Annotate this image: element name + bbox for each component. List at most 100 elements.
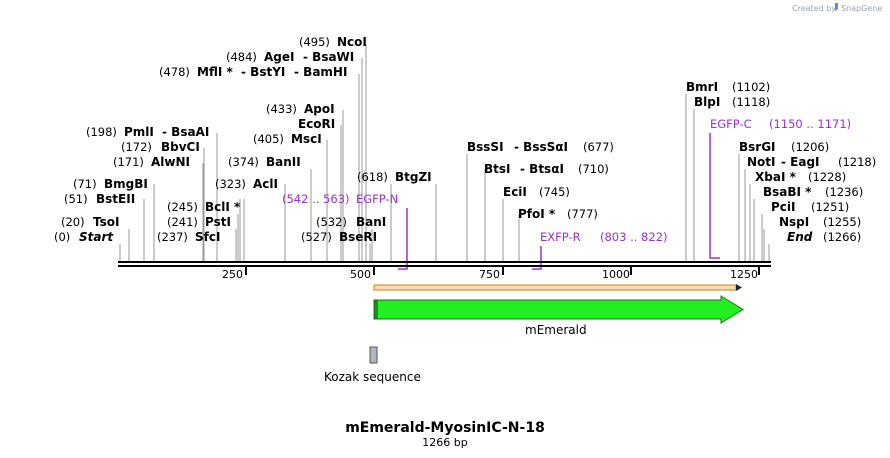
primer-egfp-c-mark (709, 133, 720, 259)
enzyme-bbvci-name: BbvCI (161, 140, 200, 154)
enzyme-bsawi-name: - BsaWI (303, 50, 354, 64)
enzyme-bsabi-name: BsaBI * (763, 185, 812, 199)
enzyme-banii-name: BanII (266, 155, 301, 169)
enzyme-bsssi-pos: (677) (583, 140, 614, 154)
enzyme-eagi-name: - EagI (781, 155, 820, 169)
enzyme-psti-name: PstI (205, 215, 231, 229)
enzyme-btsai-name: - BtsαI (520, 162, 564, 176)
enzyme-noti-name: NotI (747, 155, 776, 169)
feature-kozak: Kozak sequence (324, 346, 421, 384)
enzyme-pcii-name: PciI (771, 200, 796, 214)
enzyme-msci-pos: (405) (253, 132, 284, 146)
enzyme-bsaai-name: - BsaAI (162, 125, 209, 139)
enzyme-blpi-pos: (1118) (732, 95, 770, 109)
enzyme-bsabi-pos: (1236) (825, 185, 863, 199)
plasmid-title: mEmerald-MyosinIC-N-18 (345, 420, 545, 436)
enzyme-nspi-name: NspI (779, 215, 809, 229)
enzyme-alwni-pos: (171) (113, 155, 144, 169)
ruler-label-750: 750 (479, 268, 500, 281)
enzyme-labels-left: (0) Start (20) TsoI (51) BstEII (71) Bmg… (54, 35, 432, 244)
enzyme-ncoi-name: NcoI (337, 35, 367, 49)
enzyme-xbai-name: XbaI * (755, 170, 797, 184)
enzyme-btgzi-name: BtgZI (395, 170, 432, 184)
enzyme-pmli-pos: (198) (86, 125, 117, 139)
enzyme-nspi-pos: (1255) (823, 215, 861, 229)
enzyme-bsteii-name: BstEII (96, 192, 135, 206)
memerald-label: mEmerald (525, 323, 587, 337)
enzyme-cut-lines (119, 44, 770, 262)
ruler-label-1250: 1250 (730, 268, 758, 281)
enzyme-btsi-name: BtsI (484, 162, 511, 176)
enzyme-bbvci-pos: (172) (121, 140, 152, 154)
kozak-label: Kozak sequence (324, 370, 421, 384)
enzyme-bssssai-name: - BssSαI (514, 140, 568, 154)
enzyme-pfoi-name: PfoI * (518, 207, 556, 221)
enzyme-pcii-pos: (1251) (811, 200, 849, 214)
enzyme-pfoi-pos: (777) (567, 207, 598, 221)
enzyme-bsrgi-name: BsrGI (739, 140, 776, 154)
enzyme-ecii-name: EciI (503, 185, 527, 199)
feature-memerald: mEmerald (373, 295, 744, 337)
enzyme-btsi-pos: (710) (578, 162, 609, 176)
enzyme-bsrgi-pos: (1206) (791, 140, 829, 154)
enzyme-end-pos: (1266) (823, 230, 861, 244)
enzyme-end-name: End (787, 230, 813, 244)
kozak-box (369, 346, 378, 364)
enzyme-start-pos: (0) (54, 230, 70, 244)
enzyme-psti-pos: (241) (167, 215, 198, 229)
enzyme-bcli-pos: (245) (167, 200, 198, 214)
credit-text: Created by (792, 4, 836, 13)
enzyme-mfli-pos: (478) (159, 65, 190, 79)
enzyme-msci-name: MscI (291, 132, 322, 146)
enzyme-bamhi-name: - BamHI (294, 65, 347, 79)
orf-arrowhead (736, 284, 742, 291)
enzyme-agei-pos: (484) (226, 50, 257, 64)
primer-exfp-r-range: (803 .. 822) (600, 230, 668, 244)
primer-egfp-n-name: EGFP-N (356, 192, 398, 206)
primer-egfp-c-range: (1150 .. 1171) (769, 117, 851, 131)
enzyme-mfli-name: MflI * (197, 65, 233, 79)
primer-exfp-r-mark (532, 246, 542, 270)
enzyme-bsteii-pos: (51) (64, 192, 88, 206)
ruler-label-500: 500 (350, 268, 371, 281)
orf-arrow (373, 284, 742, 291)
enzyme-sfci-name: SfcI (195, 230, 220, 244)
enzyme-sfci-pos: (237) (157, 230, 188, 244)
enzyme-bcli-name: BclI * (205, 200, 241, 214)
orf-bar (373, 284, 737, 291)
ruler: 250 500 750 1000 1250 (222, 266, 760, 281)
enzyme-alwni-name: AlwNI (151, 155, 190, 169)
enzyme-agei-name: AgeI (264, 50, 294, 64)
enzyme-bmgbi-name: BmgBI (104, 177, 148, 191)
enzyme-ncoi-pos: (495) (299, 35, 330, 49)
memerald-start-mark (374, 300, 378, 319)
enzyme-banii-pos: (374) (228, 155, 259, 169)
primer-egfp-c-name: EGFP-C (710, 117, 752, 131)
ruler-label-250: 250 (222, 268, 243, 281)
enzyme-acli-name: AclI (253, 177, 278, 191)
enzyme-pmli-name: PmlI (124, 125, 154, 139)
enzyme-bseri-pos: (527) (301, 230, 332, 244)
enzyme-bmri-pos: (1102) (732, 80, 770, 94)
memerald-arrow (373, 295, 744, 324)
enzyme-start-name: Start (79, 230, 114, 244)
snapgene-logo: SnapGene (835, 3, 882, 13)
primer-exfp-r-name: EXFP-R (540, 230, 581, 244)
enzyme-btgzi-pos: (618) (357, 170, 388, 184)
enzyme-tsoi-name: TsoI (93, 215, 119, 229)
enzyme-acli-pos: (323) (215, 177, 246, 191)
enzyme-bani-pos: (532) (316, 215, 347, 229)
snapgene-logo-icon (835, 3, 838, 11)
enzyme-bstyi-name: - BstYI (241, 65, 285, 79)
enzyme-bani-name: BanI (356, 215, 386, 229)
enzyme-xbai-pos: (1228) (808, 170, 846, 184)
enzyme-labels-right: BssSI - BssSαI (677) BtsI - BtsαI (710) … (467, 80, 876, 244)
enzyme-bmri-name: BmrI (686, 80, 718, 94)
enzyme-ecori-name: EcoRI (298, 117, 335, 131)
credit-brand: SnapGene (841, 4, 882, 13)
enzyme-tsoi-pos: (20) (61, 215, 85, 229)
ruler-label-1000: 1000 (602, 268, 630, 281)
enzyme-ecii-pos: (745) (539, 185, 570, 199)
enzyme-apoi-name: ApoI (304, 102, 335, 116)
